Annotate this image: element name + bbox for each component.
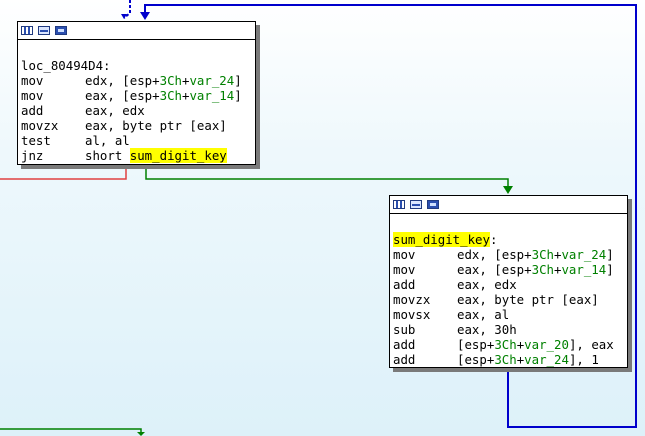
operand-text: ], eax bbox=[568, 337, 614, 352]
mnemonic: movzx bbox=[21, 118, 59, 133]
operand-text: ] bbox=[606, 262, 614, 277]
operand-text: edx, [esp+ bbox=[457, 247, 532, 262]
mnemonic: mov bbox=[393, 247, 416, 262]
instruction-row[interactable]: add eax, edx bbox=[393, 277, 627, 292]
operand-text: [esp+ bbox=[457, 337, 495, 352]
mnemonic: test bbox=[21, 133, 51, 148]
operand-text: ] bbox=[234, 73, 242, 88]
edge-bottom bbox=[0, 428, 142, 434]
operand-symbol: 3Ch bbox=[494, 337, 517, 352]
operand-text: eax, 30h bbox=[457, 322, 517, 337]
instruction-row[interactable]: mov eax, [esp+3Ch+var_14] bbox=[393, 262, 627, 277]
operand-text: ] bbox=[234, 88, 242, 103]
instruction-row[interactable]: mov edx, [esp+3Ch+var_24] bbox=[393, 247, 627, 262]
operand-text: + bbox=[182, 73, 190, 88]
operand-text: [esp+ bbox=[457, 352, 495, 367]
label-text[interactable]: sum_digit_key bbox=[393, 232, 490, 247]
operand-text: edx, [esp+ bbox=[85, 73, 160, 88]
instruction-row[interactable]: add [esp+3Ch+var_20], eax bbox=[393, 337, 627, 352]
text-view-icon[interactable] bbox=[55, 26, 67, 35]
operand-text: eax, [esp+ bbox=[457, 262, 532, 277]
operand-symbol: var_14 bbox=[189, 88, 235, 103]
blank-line bbox=[21, 43, 255, 58]
instruction-row[interactable]: movsx eax, al bbox=[393, 307, 627, 322]
operand-text: al, al bbox=[85, 133, 130, 148]
operand-text: + bbox=[182, 88, 190, 103]
operand-text: + bbox=[554, 262, 562, 277]
block-label[interactable]: loc_80494D4: bbox=[21, 58, 255, 73]
mnemonic: movzx bbox=[393, 292, 431, 307]
operand-text: eax, edx bbox=[85, 103, 145, 118]
mnemonic: jnz bbox=[21, 148, 44, 163]
jump-target-label[interactable]: sum_digit_key bbox=[129, 148, 227, 163]
graph-node-icon[interactable] bbox=[410, 200, 422, 209]
mnemonic: mov bbox=[21, 73, 44, 88]
operand-text: ] bbox=[606, 247, 614, 262]
instruction-list: mov edx, [esp+3Ch+var_24] mov eax, [esp+3Ch… bbox=[21, 73, 255, 163]
edge-branch-taken-arrow bbox=[503, 186, 513, 194]
graph-node-icon[interactable] bbox=[38, 26, 50, 35]
operand-text: + bbox=[516, 352, 525, 367]
edge-branch-taken bbox=[145, 164, 509, 188]
edge-bottom-arrow bbox=[137, 432, 145, 436]
instruction-row[interactable]: add eax, edx bbox=[21, 103, 255, 118]
mnemonic: add bbox=[393, 337, 416, 352]
edge-incoming-dashed-arrow bbox=[121, 14, 127, 19]
operand-text: eax, [esp+ bbox=[85, 88, 160, 103]
operand-symbol: 3Ch bbox=[159, 88, 182, 103]
instruction-row[interactable]: jnz short sum_digit_key bbox=[21, 148, 255, 163]
mnemonic: mov bbox=[21, 88, 44, 103]
mnemonic: add bbox=[393, 352, 416, 367]
instruction-row[interactable]: movzx eax, byte ptr [eax] bbox=[393, 292, 627, 307]
block-toolbar bbox=[390, 196, 627, 214]
edge-loop-back bbox=[144, 4, 637, 428]
operand-symbol: var_14 bbox=[561, 262, 607, 277]
graph-overview-icon[interactable] bbox=[393, 200, 405, 209]
instruction-row[interactable]: mov eax, [esp+3Ch+var_14] bbox=[21, 88, 255, 103]
operand-symbol: var_24 bbox=[524, 352, 569, 367]
operand-symbol: var_24 bbox=[561, 247, 607, 262]
operand-text: + bbox=[554, 247, 562, 262]
block-label[interactable]: sum_digit_key: bbox=[393, 232, 627, 247]
operand-text: eax, byte ptr [eax] bbox=[457, 292, 599, 307]
edge-fallthrough bbox=[0, 164, 127, 180]
mnemonic: add bbox=[21, 103, 44, 118]
operand-symbol: var_24 bbox=[189, 73, 235, 88]
instruction-row[interactable]: sub eax, 30h bbox=[393, 322, 627, 337]
operand-text: short bbox=[85, 148, 130, 163]
edge-incoming-dashed bbox=[123, 0, 131, 19]
instruction-row[interactable]: add [esp+3Ch+var_24], 1 bbox=[393, 352, 627, 367]
label-colon: : bbox=[489, 232, 498, 247]
mnemonic: movsx bbox=[393, 307, 431, 322]
operand-text: eax, edx bbox=[457, 277, 517, 292]
edge-loop-back-arrow bbox=[140, 12, 150, 20]
operand-symbol: 3Ch bbox=[159, 73, 182, 88]
operand-text: + bbox=[516, 337, 525, 352]
instruction-row[interactable]: test al, al bbox=[21, 133, 255, 148]
operand-text: eax, al bbox=[457, 307, 510, 322]
block-toolbar bbox=[18, 22, 255, 40]
mnemonic: sub bbox=[393, 322, 416, 337]
blank-line bbox=[393, 217, 627, 232]
operand-symbol: 3Ch bbox=[531, 247, 554, 262]
graph-overview-icon[interactable] bbox=[21, 26, 33, 35]
operand-text: eax, byte ptr [eax] bbox=[85, 118, 227, 133]
text-view-icon[interactable] bbox=[427, 200, 439, 209]
operand-symbol: 3Ch bbox=[531, 262, 554, 277]
instruction-row[interactable]: movzx eax, byte ptr [eax] bbox=[21, 118, 255, 133]
operand-symbol: var_20 bbox=[524, 337, 569, 352]
mnemonic: add bbox=[393, 277, 416, 292]
operand-text: ], 1 bbox=[568, 352, 599, 367]
label-text[interactable]: loc_80494D4: bbox=[21, 58, 111, 73]
operand-symbol: 3Ch bbox=[494, 352, 517, 367]
mnemonic: mov bbox=[393, 262, 416, 277]
instruction-row[interactable]: mov edx, [esp+3Ch+var_24] bbox=[21, 73, 255, 88]
